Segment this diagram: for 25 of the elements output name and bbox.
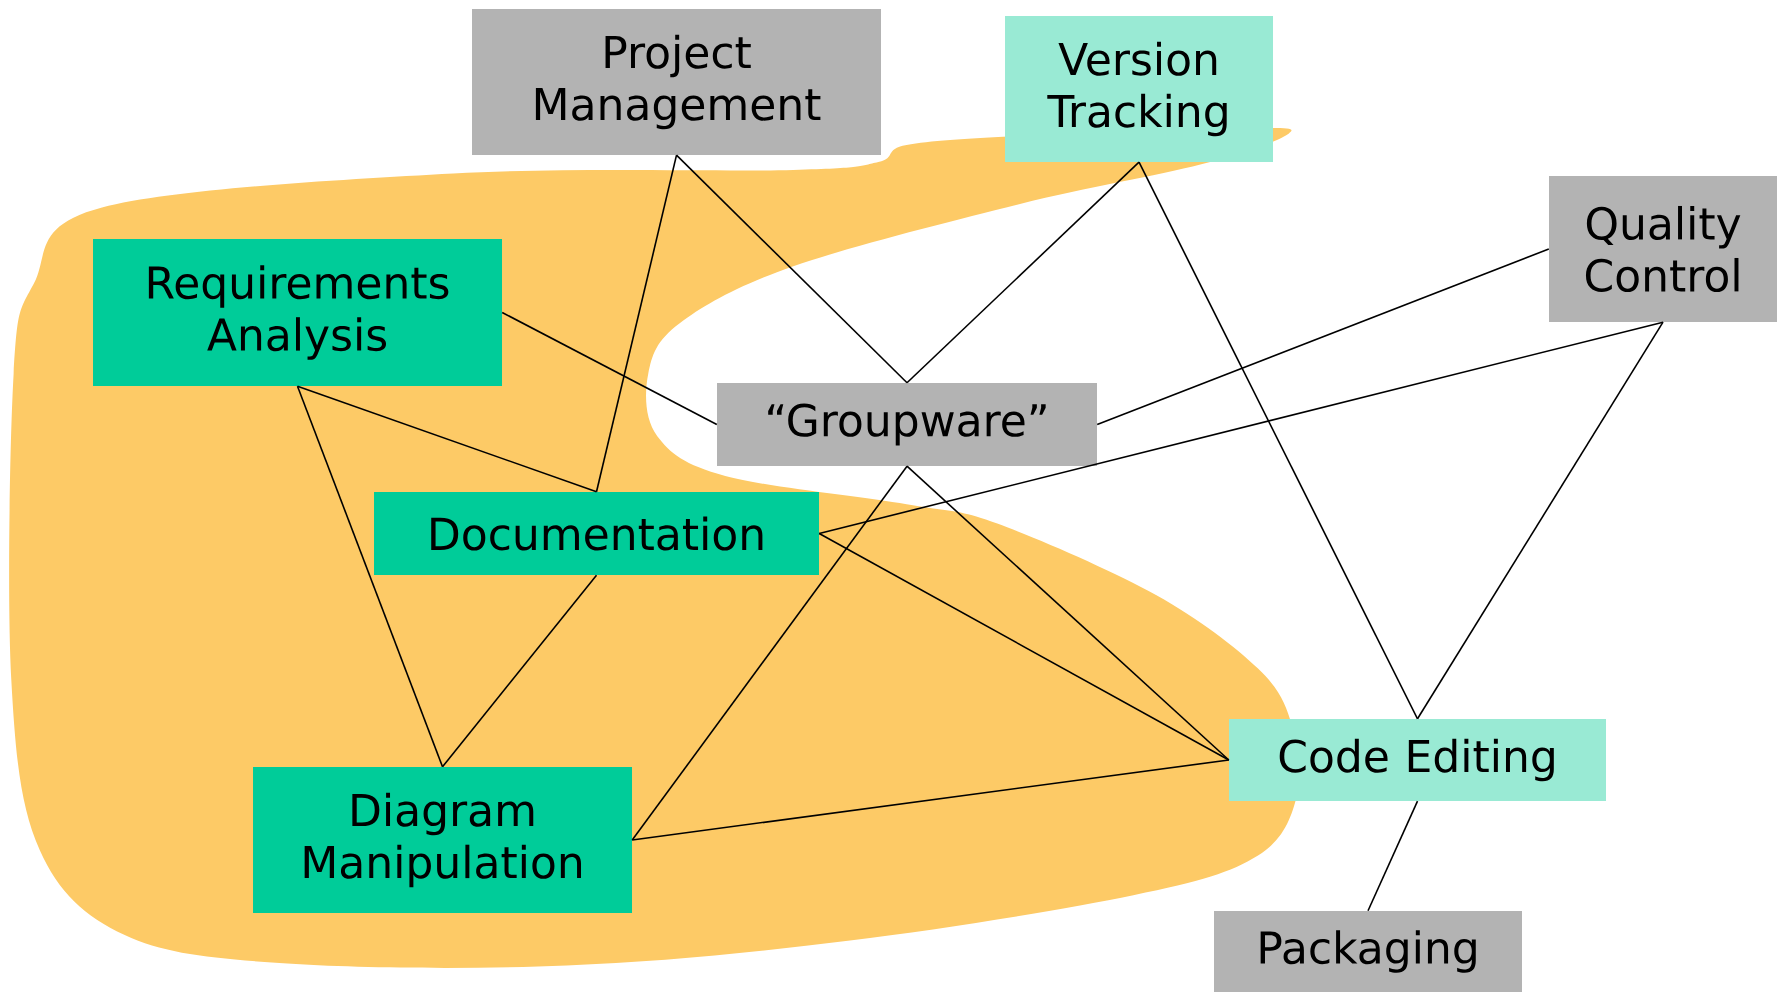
process-box: Packaging [1214,911,1522,992]
process-box: Quality Control [1549,176,1777,322]
process-box: “Groupware” [717,383,1097,466]
connector-line [631,465,908,841]
connector-line [1138,161,1419,720]
connector-line [1416,321,1664,720]
connector-line [818,321,1664,535]
connector-line [1096,248,1550,426]
connector-line [1367,800,1419,912]
process-box: Version Tracking [1005,16,1273,162]
connector-line [595,154,678,493]
process-box: Project Management [472,9,881,155]
process-box: Code Editing [1229,719,1606,801]
process-box: Documentation [374,492,819,575]
process-box: Requirements Analysis [93,239,502,386]
connector-line [906,465,1230,761]
connector-line [296,385,444,768]
process-box: Diagram Manipulation [253,767,632,913]
connector-line [296,385,598,493]
connector-line [675,154,908,384]
connector-line [441,574,598,768]
connector-line [631,759,1230,841]
connector-line [501,311,718,426]
connector-line [818,532,1230,761]
connector-line [906,161,1140,384]
